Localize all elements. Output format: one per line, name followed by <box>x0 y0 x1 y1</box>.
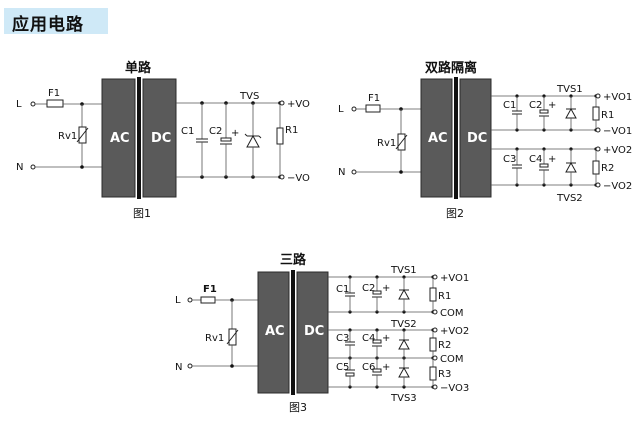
fig1-R1-label: R1 <box>285 125 298 136</box>
fig2-R1-label: R1 <box>601 110 614 121</box>
fig3-com1: COM <box>440 308 463 319</box>
fig3-dc-block <box>296 271 329 394</box>
fig3-ac-block <box>257 271 290 394</box>
fig3-dc-label: DC <box>304 324 324 339</box>
fig1-ac-block <box>101 78 136 198</box>
fig3-C3-label: C3 <box>336 333 349 344</box>
fig3-TVS3-label: TVS3 <box>390 393 417 404</box>
fig1-R1 <box>276 127 284 145</box>
fig3-L-label: L <box>175 295 181 306</box>
fig1-L-terminal <box>30 101 36 107</box>
fig1-TVS-label: TVS <box>239 91 259 102</box>
fig3-o1: +VO1 <box>440 273 469 284</box>
fig1-dc-block <box>142 78 177 198</box>
fig2-C2-label: C2 <box>529 100 542 111</box>
fig3-C1-label: C1 <box>336 284 349 295</box>
fig2-o2p: +VO2 <box>603 145 632 156</box>
fig3-R2-label: R2 <box>438 340 451 351</box>
fig3-ac-label: AC <box>265 324 285 339</box>
fig1-fuse <box>46 99 64 108</box>
fig2-o2n: −VO2 <box>603 181 632 192</box>
fig2-o1p: +VO1 <box>603 92 632 103</box>
fig2-R2-label: R2 <box>601 163 614 174</box>
fig1-N-label: N <box>16 162 23 173</box>
fig2-C1-label: C1 <box>503 100 516 111</box>
fig2-C4-plus: + <box>548 154 556 165</box>
fig1-out-neg: −VO <box>287 173 310 184</box>
fig3-title: 三路 <box>280 252 307 268</box>
fig3-C5-label: C5 <box>336 362 349 373</box>
fig1-F1-label: F1 <box>48 88 60 99</box>
section-header: 应用电路 <box>4 8 108 35</box>
fig1-caption: 图1 <box>133 207 151 220</box>
fig2-Rv1-label: Rv1 <box>377 138 396 149</box>
fig3-N-label: N <box>175 362 182 373</box>
fig3-C6-plus: + <box>382 362 390 373</box>
fig3-F1-label: F1 <box>203 284 217 295</box>
fig1-C2-plus: + <box>231 128 239 139</box>
figure-2: 双路隔离 L F1 Rv1 N AC DC C1 C2 + <box>338 60 632 220</box>
fig3-com2: COM <box>440 354 463 365</box>
fig2-ac-block <box>420 78 453 198</box>
fig3-TVS1-label: TVS1 <box>390 265 417 276</box>
fig1-C2-label: C2 <box>209 126 222 137</box>
fig1-ac-label: AC <box>110 131 130 146</box>
fig2-o1n: −VO1 <box>603 126 632 137</box>
fig3-C2-label: C2 <box>362 283 375 294</box>
fig2-L-label: L <box>338 104 344 115</box>
fig1-N-terminal <box>30 164 36 170</box>
fig3-R3-label: R3 <box>438 369 451 380</box>
section-title: 应用电路 <box>12 15 84 35</box>
fig2-caption: 图2 <box>446 207 464 220</box>
fig2-ac-label: AC <box>428 131 448 146</box>
fig3-caption: 图3 <box>289 401 307 414</box>
fig2-dc-block <box>459 78 492 198</box>
figure-1: 单路 L F1 Rv1 N AC DC C1 <box>16 60 310 220</box>
fig3-C6-label: C6 <box>362 362 375 373</box>
fig3-C4-label: C4 <box>362 333 375 344</box>
fig3-TVS2-label: TVS2 <box>390 319 417 330</box>
fig3-Rv1-label: Rv1 <box>205 333 224 344</box>
fig2-TVS2-label: TVS2 <box>556 193 583 204</box>
fig1-title: 单路 <box>125 60 152 76</box>
fig3-o2: +VO2 <box>440 326 469 337</box>
fig2-C4-label: C4 <box>529 154 542 165</box>
fig1-Rv1-label: Rv1 <box>58 131 77 142</box>
fig1-varistor <box>78 126 87 144</box>
fig2-F1-label: F1 <box>368 93 380 104</box>
fig2-TVS1-label: TVS1 <box>556 84 583 95</box>
figure-3: 三路 L F1 Rv1 N AC DC C1 <box>175 252 469 414</box>
fig1-out-pos: +VO <box>287 99 310 110</box>
fig2-C2-plus: + <box>548 100 556 111</box>
fig2-N-label: N <box>338 167 345 178</box>
fig2-C3-label: C3 <box>503 154 516 165</box>
fig1-L-label: L <box>16 99 22 110</box>
fig3-C2-plus: + <box>382 283 390 294</box>
fig3-R1-label: R1 <box>438 291 451 302</box>
fig2-dc-label: DC <box>467 131 487 146</box>
fig3-o3: −VO3 <box>440 383 469 394</box>
fig2-title: 双路隔离 <box>425 60 477 76</box>
fig3-C4-plus: + <box>382 333 390 344</box>
fig1-dc-label: DC <box>151 131 171 146</box>
fig1-C1-label: C1 <box>181 126 194 137</box>
